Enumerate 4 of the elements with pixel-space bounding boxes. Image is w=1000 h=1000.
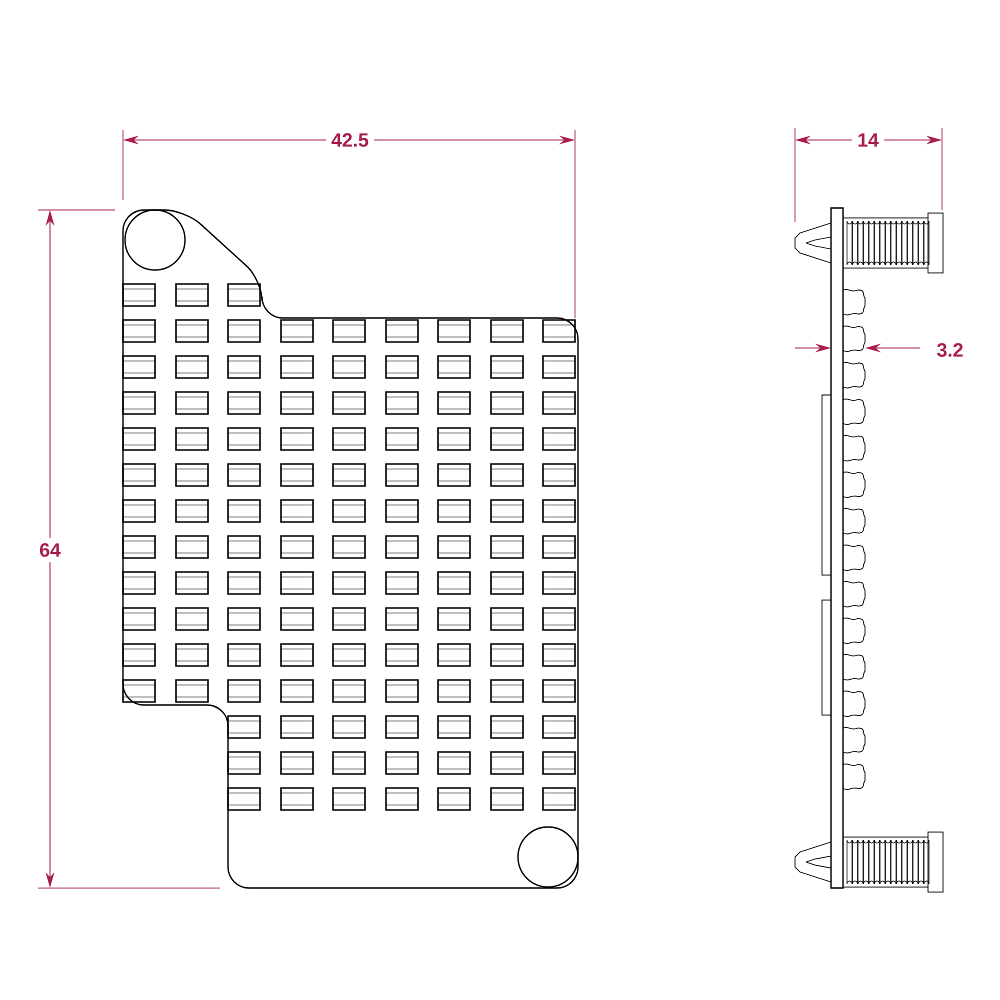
dimension-label: 64 <box>34 538 66 562</box>
dimension-label: 3.2 <box>931 338 969 362</box>
dimension-label: 14 <box>852 128 884 152</box>
dimension-label: 42.5 <box>326 128 374 152</box>
